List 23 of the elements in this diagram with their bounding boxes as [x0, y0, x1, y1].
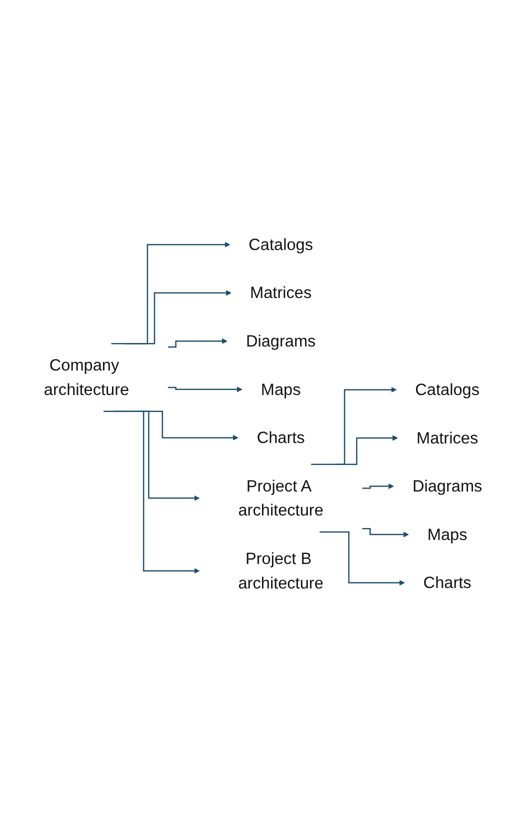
arrow	[311, 386, 397, 465]
node-text: Catalogs	[248, 234, 313, 254]
arrow	[111, 242, 230, 344]
arrow	[362, 528, 409, 537]
node-text: Matrices	[250, 282, 312, 302]
node-text: Maps	[427, 524, 468, 544]
node-text: Charts	[423, 572, 472, 592]
arrow	[320, 531, 405, 586]
node-text: Project B architecture	[238, 548, 324, 592]
node-text: Charts	[256, 428, 305, 446]
node-text: Diagrams	[412, 476, 482, 495]
arrow	[362, 483, 394, 489]
node-text: Company architecture	[44, 355, 130, 398]
arrow	[168, 338, 228, 348]
node-text: Project A architecture	[238, 476, 324, 520]
node-text: Matrices	[416, 428, 478, 447]
node-text: Catalogs	[415, 380, 480, 398]
node-text: Diagrams	[246, 331, 316, 350]
node-text: Maps	[260, 379, 301, 398]
arrow	[335, 434, 398, 465]
arrow	[168, 386, 242, 392]
arrow	[104, 410, 200, 574]
arrow	[125, 290, 232, 344]
